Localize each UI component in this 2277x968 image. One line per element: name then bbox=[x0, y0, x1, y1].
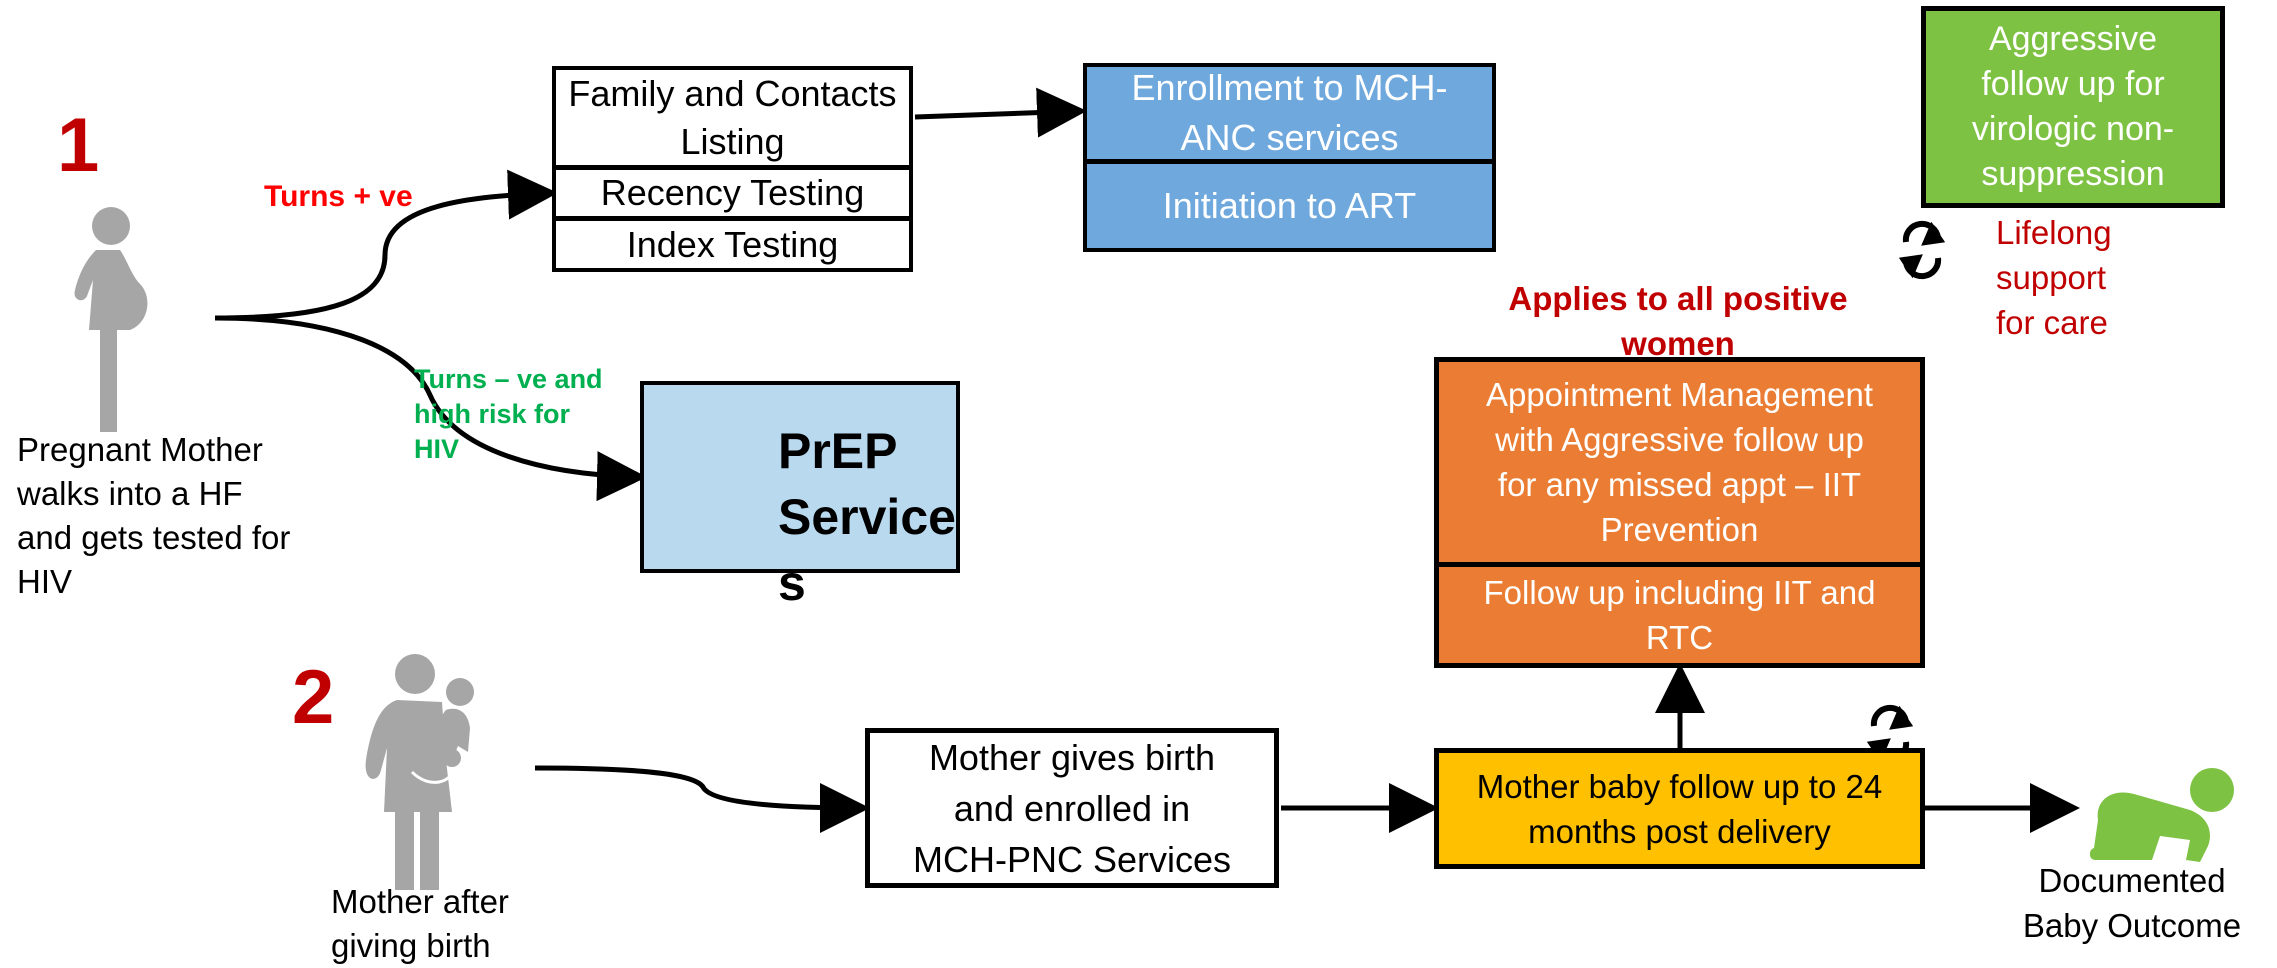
index-testing-box: Index Testing bbox=[552, 217, 913, 272]
branch-positive-connector bbox=[214, 169, 558, 321]
enrollment-mch-anc-box: Enrollment to MCH- ANC services bbox=[1083, 63, 1496, 163]
applies-all-positive-label: Applies to all positive women bbox=[1508, 280, 1848, 362]
aggressive-followup-box: Aggressive follow up for virologic non- … bbox=[1921, 6, 2225, 208]
pregnant-woman-icon bbox=[74, 207, 148, 432]
recency-testing-box: Recency Testing bbox=[552, 166, 913, 220]
turns-negative-label: Turns – ve and high risk for HIV bbox=[414, 364, 603, 464]
mother-baby-followup-box: Mother baby follow up to 24 months post … bbox=[1434, 748, 1925, 869]
step-2-number: 2 bbox=[292, 655, 335, 740]
lifelong-support-label: Lifelong support for care bbox=[1996, 214, 2112, 341]
crawling-baby-icon bbox=[2090, 768, 2234, 862]
birth-mch-pnc-box: Mother gives birth and enrolled in MCH-P… bbox=[865, 728, 1279, 888]
mother-after-birth-caption: Mother after giving birth bbox=[331, 883, 509, 964]
testing-to-enrollment-arrow bbox=[914, 87, 1087, 138]
mother-with-child-icon bbox=[365, 654, 474, 890]
prep-services-label: PrEP Service s bbox=[778, 423, 956, 611]
turns-positive-label: Turns + ve bbox=[264, 180, 413, 213]
iit-rtc-followup-box: Follow up including IIT and RTC bbox=[1434, 562, 1925, 668]
family-contacts-listing-box: Family and Contacts Listing bbox=[552, 66, 913, 169]
mother-to-birth-connector bbox=[534, 765, 870, 833]
refresh-cycle-icon bbox=[1898, 220, 1946, 280]
documented-baby-outcome-caption: Documented Baby Outcome bbox=[2022, 862, 2242, 944]
initiation-art-box: Initiation to ART bbox=[1083, 160, 1496, 252]
step-1-number: 1 bbox=[57, 103, 100, 188]
branch-negative-connector bbox=[214, 315, 647, 502]
prep-services-box bbox=[640, 381, 960, 573]
pregnant-mother-caption: Pregnant Mother walks into a HF and gets… bbox=[17, 431, 291, 600]
appointment-management-box: Appointment Management with Aggressive f… bbox=[1434, 357, 1925, 567]
